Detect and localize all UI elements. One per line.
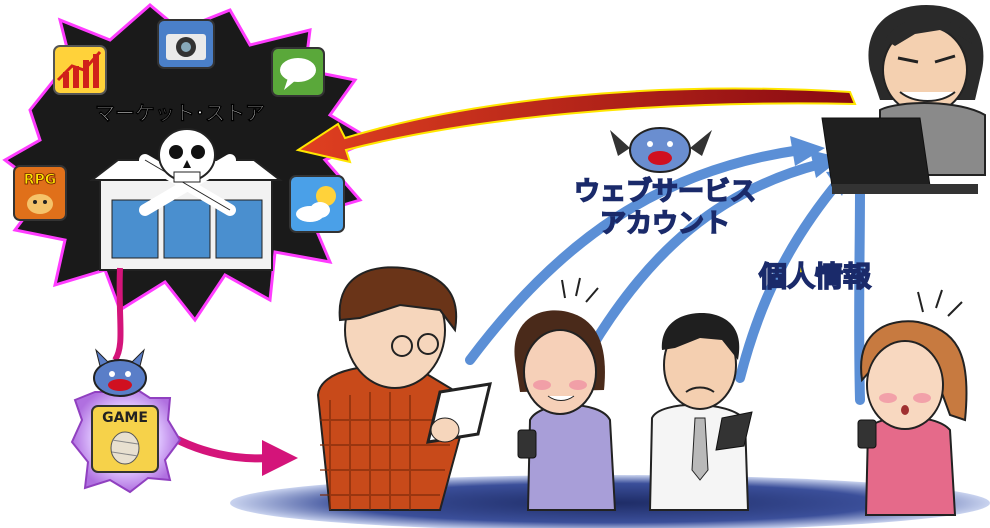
chart-app-icon xyxy=(53,45,107,95)
rpg-icon-label: RPG xyxy=(24,172,57,188)
web-accounts-label-line2: アカウント xyxy=(600,209,730,239)
user-man-white-shirt xyxy=(648,313,753,511)
devil-icon xyxy=(93,348,147,397)
rpg-app-icon: RPG xyxy=(13,165,67,221)
devil-icon xyxy=(610,127,712,173)
web-accounts-label-line1: ウェブサービス xyxy=(574,176,756,207)
skull-icon xyxy=(139,128,236,216)
malware-game-card: GAME xyxy=(70,383,182,494)
data-theft-arrows xyxy=(465,145,865,405)
smartphone-icon xyxy=(857,419,877,449)
user-woman-pink xyxy=(857,320,968,516)
laptop-icon xyxy=(821,117,978,194)
store-label: マーケット･ストア xyxy=(95,101,265,125)
worry-marks xyxy=(561,277,963,317)
smartphone-icon xyxy=(715,411,753,451)
user-woman-lilac xyxy=(514,310,617,511)
download-arrow xyxy=(112,267,124,362)
personal-info-label: 個人情報 xyxy=(758,260,872,293)
malware-upload-arrow xyxy=(295,87,857,164)
game-label: GAME xyxy=(102,410,148,426)
chat-app-icon xyxy=(271,47,325,97)
weather-app-icon xyxy=(289,175,345,233)
smartphone-icon xyxy=(517,429,537,459)
camera-app-icon xyxy=(157,19,215,69)
user-man-glasses xyxy=(316,266,492,511)
